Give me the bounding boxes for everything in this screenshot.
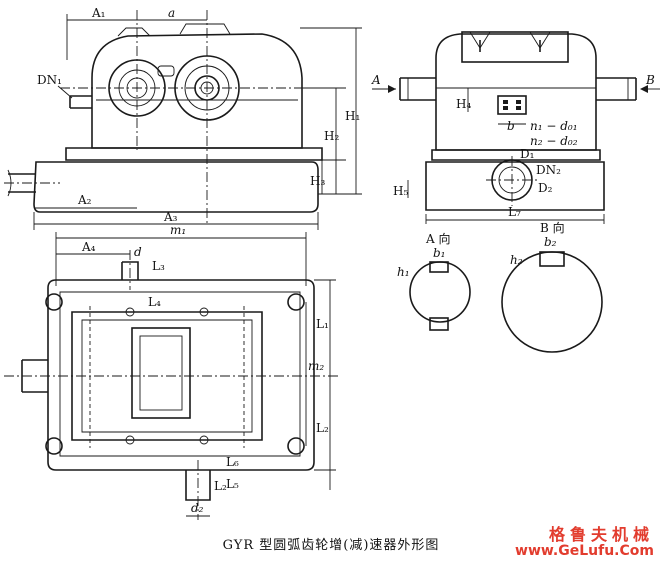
drawing-caption: GYR 型圆弧齿轮增(减)速器外形图 [222, 538, 440, 553]
label-b: b [507, 119, 515, 133]
label-DN2: DN₂ [536, 163, 561, 177]
label-d2: d₂ [191, 501, 204, 515]
label-a: a [168, 6, 175, 20]
view-a: A 向 b₁ h₁ [397, 231, 471, 331]
watermark: 格鲁夫机械 www.GeLufu.Com [515, 526, 654, 559]
side-view: A B H₄ b n₁ − d₀₁ n₂ − d₀₂ D₁ DN₂ D₂ H₅ … [371, 31, 660, 224]
label-A-arrow: A [371, 73, 381, 87]
label-A1: A₁ [91, 6, 105, 20]
label-B-arrow: B [645, 73, 655, 87]
label-L1: L₁ [316, 317, 329, 331]
label-D2: D₂ [538, 181, 553, 195]
label-L6: L₆ [226, 455, 239, 469]
view-a-title: A 向 [425, 231, 450, 246]
label-d: d [134, 245, 142, 259]
label-DN1: DN₁ [37, 73, 62, 87]
label-h2: h₂ [510, 253, 523, 267]
label-H5: H₅ [393, 184, 408, 198]
label-H4: H₄ [456, 97, 471, 111]
label-H1: H₁ [345, 109, 360, 123]
watermark-brand: 格鲁夫机械 [548, 525, 654, 544]
label-D1: D₁ [520, 147, 534, 161]
watermark-url: www.GeLufu.Com [515, 542, 654, 559]
view-b-title: B 向 [540, 220, 565, 235]
label-m1: m₁ [170, 223, 186, 237]
label-H2: H₂ [324, 129, 339, 143]
label-L7: L₇ [508, 205, 521, 219]
label-A3: A₃ [163, 210, 178, 224]
plan-view: m₁ A₄ d L₃ L₄ L₁ m₂ L₂ L₆ L₅ L₂ d₂ [4, 223, 340, 520]
label-A2: A₂ [77, 193, 92, 207]
label-b1: b₁ [433, 246, 446, 260]
label-L5: L₅ [226, 477, 239, 491]
view-b: B 向 b₂ h₂ [501, 220, 603, 353]
label-A4: A₄ [81, 240, 96, 254]
label-L4: L₄ [148, 295, 161, 309]
label-b2: b₂ [544, 235, 557, 249]
label-L2: L₂ [316, 421, 329, 435]
label-H3: H₃ [310, 174, 325, 188]
label-n1-d01: n₁ − d₀₁ [530, 119, 578, 133]
label-L2-lower: L₂ [214, 479, 227, 493]
front-view: A₁ a DN₁ H₁ H₂ H₃ A₂ A₃ [4, 6, 362, 230]
label-n2-d02: n₂ − d₀₂ [530, 134, 578, 148]
label-h1: h₁ [397, 265, 410, 279]
label-L3: L₃ [152, 259, 165, 273]
label-m2: m₂ [308, 359, 324, 373]
